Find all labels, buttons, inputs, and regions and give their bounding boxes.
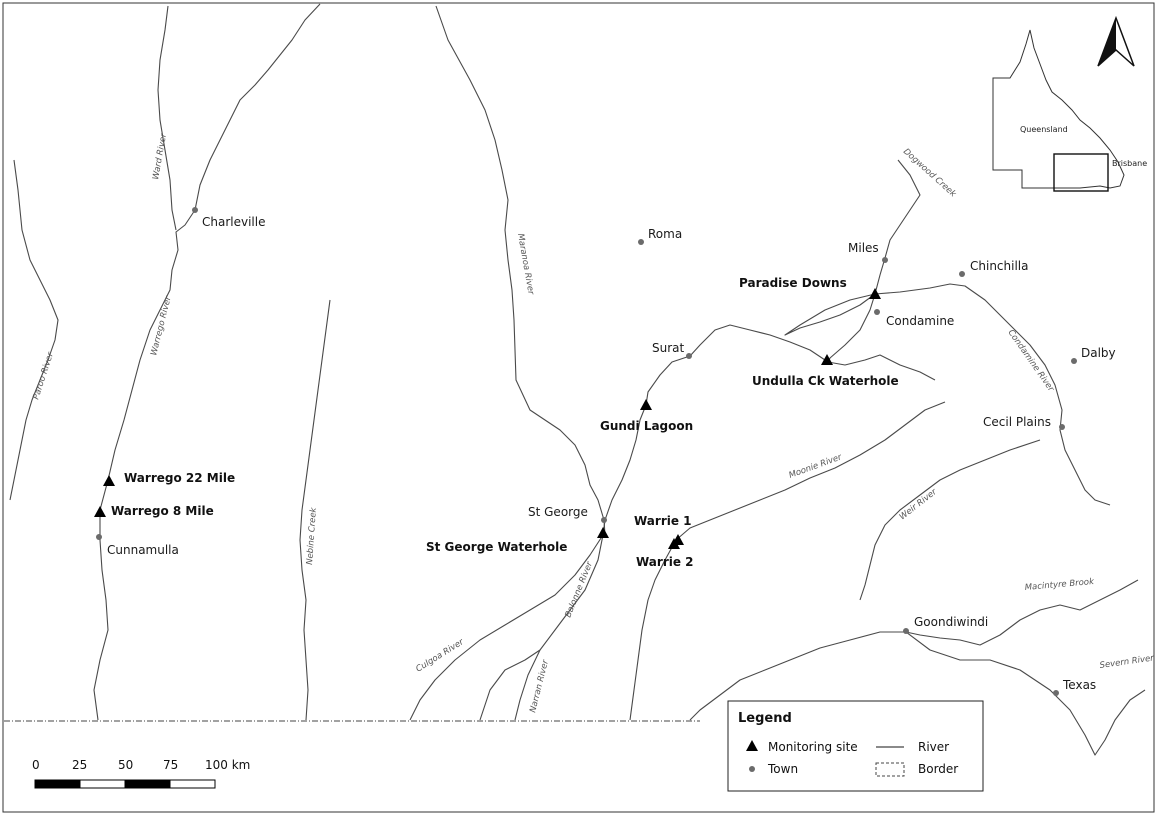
town-dot-roma [638, 239, 644, 245]
site-label-warrego-22: Warrego 22 Mile [124, 471, 235, 485]
legend-town-label: Town [767, 762, 798, 776]
town-dot-miles [882, 257, 888, 263]
legend-river-label: River [918, 740, 949, 754]
legend-box [727, 700, 984, 792]
legend-site-label: Monitoring site [768, 740, 858, 754]
scale-bar: 0 25 50 75 100 km [32, 758, 250, 789]
town-label-chinchilla: Chinchilla [970, 259, 1028, 273]
legend-town-symbol [749, 766, 755, 772]
river-moonie [675, 401, 946, 541]
legend-title: Legend [738, 711, 792, 726]
river-warrego [93, 3, 321, 721]
inset-city-label: Brisbane [1112, 159, 1147, 168]
site-marker-gundi[interactable] [640, 399, 652, 410]
town-dot-texas [1053, 690, 1059, 696]
inset-extent-box [1053, 153, 1109, 192]
rivers-layer [9, 3, 1146, 756]
river-paroo [9, 159, 59, 501]
site-label-st-george-wh: St George Waterhole [426, 540, 567, 554]
inset-map: Queensland Brisbane [992, 29, 1147, 192]
site-label-warrie-2: Warrie 2 [636, 555, 694, 569]
town-label-cunnamulla: Cunnamulla [107, 543, 179, 557]
site-label-paradise-downs: Paradise Downs [739, 276, 847, 290]
town-dot-surat [686, 353, 692, 359]
town-label-condamine: Condamine [886, 314, 954, 328]
river-label-nebine: Nebine Creek [305, 506, 319, 565]
site-label-warrego-8: Warrego 8 Mile [111, 504, 214, 518]
legend-border-symbol [875, 762, 905, 777]
town-dot-st-george [601, 517, 607, 523]
towns-layer [96, 207, 1077, 696]
town-label-roma: Roma [648, 227, 682, 241]
legend-border-label: Border [918, 762, 958, 776]
scale-tick-75: 75 [163, 758, 178, 772]
town-dot-condamine [874, 309, 880, 315]
site-label-gundi: Gundi Lagoon [600, 419, 693, 433]
river-maranoa [435, 5, 606, 536]
river-severn [905, 631, 1146, 756]
town-label-texas: Texas [1062, 678, 1096, 692]
scale-tick-0: 0 [32, 758, 40, 772]
site-marker-paradise-downs[interactable] [869, 288, 881, 299]
town-label-st-george: St George [528, 505, 588, 519]
town-label-goondiwindi: Goondiwindi [914, 615, 988, 629]
river-condamine [784, 283, 1111, 506]
scale-tick-25: 25 [72, 758, 87, 772]
river-warrie [629, 539, 677, 721]
site-label-undulla: Undulla Ck Waterhole [752, 374, 899, 388]
site-labels: Paradise Downs Undulla Ck Waterhole Gund… [111, 276, 899, 569]
river-balonne-upper [602, 324, 829, 536]
site-marker-undulla[interactable] [821, 354, 833, 365]
legend-site-symbol [746, 740, 758, 751]
town-label-surat: Surat [652, 341, 685, 355]
inset-state-label: Queensland [1020, 125, 1068, 134]
river-balonne [514, 534, 604, 721]
legend: Legend Monitoring site River Town Border [727, 700, 984, 792]
town-label-dalby: Dalby [1081, 346, 1116, 360]
town-labels: Charleville Roma Miles Chinchilla Condam… [107, 215, 1116, 692]
site-marker-warrie-2[interactable] [668, 538, 680, 549]
sites-layer [94, 288, 881, 549]
river-narran [479, 649, 541, 721]
river-weir [859, 439, 1041, 601]
river-dogwood [874, 159, 921, 295]
river-ward [157, 5, 177, 231]
site-marker-warrego-8[interactable] [94, 506, 106, 517]
site-marker-st-george-wh[interactable] [597, 527, 609, 538]
river-nebine [299, 299, 331, 721]
river-macintyre [689, 579, 1139, 721]
town-dot-cecil-plains [1059, 424, 1065, 430]
inset-queensland-outline [992, 29, 1125, 189]
river-culgoa [409, 534, 604, 721]
town-label-miles: Miles [848, 241, 879, 255]
site-marker-warrego-22[interactable] [103, 475, 115, 486]
town-dot-chinchilla [959, 271, 965, 277]
scale-tick-100: 100 km [205, 758, 250, 772]
town-label-cecil-plains: Cecil Plains [983, 415, 1051, 429]
town-dot-goondiwindi [903, 628, 909, 634]
river-condamine-lower [827, 293, 936, 381]
town-label-charleville: Charleville [202, 215, 265, 229]
north-arrow-icon [1097, 15, 1135, 67]
town-dot-cunnamulla [96, 534, 102, 540]
town-dot-charleville [192, 207, 198, 213]
site-label-warrie-1: Warrie 1 [634, 514, 692, 528]
town-dot-dalby [1071, 358, 1077, 364]
scale-tick-50: 50 [118, 758, 133, 772]
